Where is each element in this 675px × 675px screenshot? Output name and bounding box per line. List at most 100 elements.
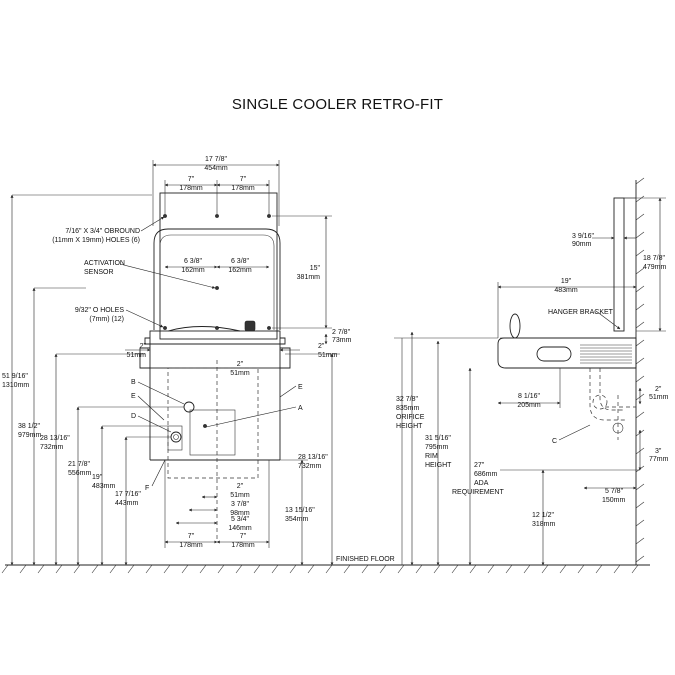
floor-hatch-mark xyxy=(109,564,117,574)
hole-height-mm: 381mm xyxy=(297,274,321,281)
bottom-left-mm: 178mm xyxy=(179,542,203,549)
height-28-left-mm: 732mm xyxy=(40,444,64,451)
floor-hatch-mark xyxy=(235,564,243,574)
floor-hatch-mark xyxy=(379,564,387,574)
wall-hatch-mark xyxy=(635,519,645,527)
holes-note-line2: (7mm) (12) xyxy=(89,316,124,323)
floor-hatch-mark xyxy=(145,564,153,574)
sensor-left-in: 6 3/8" xyxy=(184,258,203,265)
height-17-in: 17 7/16" xyxy=(115,491,141,498)
wall-hatch-mark xyxy=(635,267,645,275)
floor-hatch-mark xyxy=(451,564,459,574)
height-38-mm: 979mm xyxy=(18,432,42,439)
obround-note-line1: 7/16" X 3/4" OBROUND xyxy=(65,228,140,235)
finished-floor: FINISHED FLOOR xyxy=(1,556,650,574)
mounting-holes xyxy=(163,214,271,330)
callout-a: A xyxy=(298,405,303,412)
left-2in-mm: 51mm xyxy=(127,352,147,359)
hole-height-in: 15" xyxy=(310,265,321,272)
wall-hatch-mark xyxy=(635,195,645,203)
sensor-right-mm: 162mm xyxy=(228,267,252,274)
wall-hatch-mark xyxy=(635,537,645,545)
floor-hatch-mark xyxy=(289,564,297,574)
side-mounting-plate xyxy=(613,197,625,332)
left-half-in: 7" xyxy=(188,176,195,183)
right-2in-in: 2" xyxy=(318,343,325,350)
floor-hatch-mark xyxy=(541,564,549,574)
floor-hatch-mark xyxy=(37,564,45,574)
left-2in-in: 2" xyxy=(140,343,147,350)
wall-hatch-mark xyxy=(635,339,645,347)
floor-hatch-mark xyxy=(505,564,513,574)
height-13-mm: 354mm xyxy=(285,516,309,523)
floor-hatch-mark xyxy=(433,564,441,574)
wall-hatch-mark xyxy=(635,501,645,509)
height-28-left-in: 28 13/16" xyxy=(40,435,70,442)
drain-trap xyxy=(589,368,625,421)
supply-valve-icon xyxy=(183,401,195,413)
cooler-cabinet-top xyxy=(149,343,281,369)
wall-hatch-mark xyxy=(635,177,645,185)
trap-3in-mm: 77mm xyxy=(649,456,669,463)
bottom-right-in: 7" xyxy=(240,533,247,540)
cooler-basin xyxy=(149,330,281,345)
overall-width-mm: 454mm xyxy=(204,165,228,172)
orifice-label2: HEIGHT xyxy=(396,423,423,430)
left-half-mm: 178mm xyxy=(179,185,203,192)
height-17-mm: 443mm xyxy=(115,500,139,507)
side-bubbler-icon xyxy=(509,313,521,339)
height-13-in: 13 15/16" xyxy=(285,507,315,514)
orifice-mm: 835mm xyxy=(396,405,420,412)
obround-note-line2: (11mm X 19mm) HOLES (6) xyxy=(52,237,140,244)
floor-hatch-mark xyxy=(343,564,351,574)
bottom-right-mm: 178mm xyxy=(231,542,255,549)
sensor-label-line2: SENSOR xyxy=(84,269,114,276)
height-19-mm: 483mm xyxy=(92,483,116,490)
height-overall-in: 51 9/16" xyxy=(2,373,28,380)
floor-hatch-mark xyxy=(559,564,567,574)
height-28-right-mm: 732mm xyxy=(298,463,322,470)
floor-hatch-mark xyxy=(163,564,171,574)
top-offset-mm: 73mm xyxy=(332,337,352,344)
wall-hatch-mark xyxy=(635,483,645,491)
floor-hatch-mark xyxy=(415,564,423,574)
floor-hatch-mark xyxy=(217,564,225,574)
sensor-right-in: 6 3/8" xyxy=(231,258,250,265)
front-view: 17 7/8" 454mm 7" 178mm 7" 178mm 7/16" X … xyxy=(2,156,352,566)
trap-5-7-8-mm: 150mm xyxy=(602,497,626,504)
ada-in: 27" xyxy=(474,462,485,469)
floor-hatch-mark xyxy=(595,564,603,574)
height-38-in: 38 1/2" xyxy=(18,423,40,430)
wall-hatch-mark xyxy=(635,411,645,419)
right-half-mm: 178mm xyxy=(231,185,255,192)
floor-hatch-mark xyxy=(127,564,135,574)
ada-mm: 686mm xyxy=(474,471,498,478)
side-label-slot xyxy=(536,346,572,362)
side-cooler-body xyxy=(497,337,637,369)
height-28-right-in: 28 13/16" xyxy=(298,454,328,461)
top-height-mm: 479mm xyxy=(643,264,667,271)
center-2in-in: 2" xyxy=(237,361,244,368)
trap-2in-in: 2" xyxy=(655,386,662,393)
height-overall-mm: 1310mm xyxy=(2,382,29,389)
right-2in-mm: 51mm xyxy=(318,352,338,359)
callout-e-left: E xyxy=(131,393,136,400)
depth-small-mm: 205mm xyxy=(517,402,541,409)
waste-outlet-icon xyxy=(170,431,182,443)
wall-hatch-mark xyxy=(635,231,645,239)
floor-hatch-mark xyxy=(631,564,639,574)
floor-hatch-mark xyxy=(397,564,405,574)
floor-hatch-mark xyxy=(577,564,585,574)
floor-hatch-mark xyxy=(307,564,315,574)
trap-5-7-8-in: 5 7/8" xyxy=(605,488,624,495)
orifice-in: 32 7/8" xyxy=(396,396,418,403)
floor-hatch-mark xyxy=(361,564,369,574)
depth-small-in: 8 1/16" xyxy=(518,393,540,400)
holes-note-line1: 9/32" O HOLES xyxy=(75,307,125,314)
filler-frame xyxy=(153,228,281,330)
wall-offset-mm: 90mm xyxy=(572,241,592,248)
depth-in: 19" xyxy=(561,278,572,285)
bottom-left-in: 7" xyxy=(188,533,195,540)
top-offset-in: 2 7/8" xyxy=(332,329,351,336)
